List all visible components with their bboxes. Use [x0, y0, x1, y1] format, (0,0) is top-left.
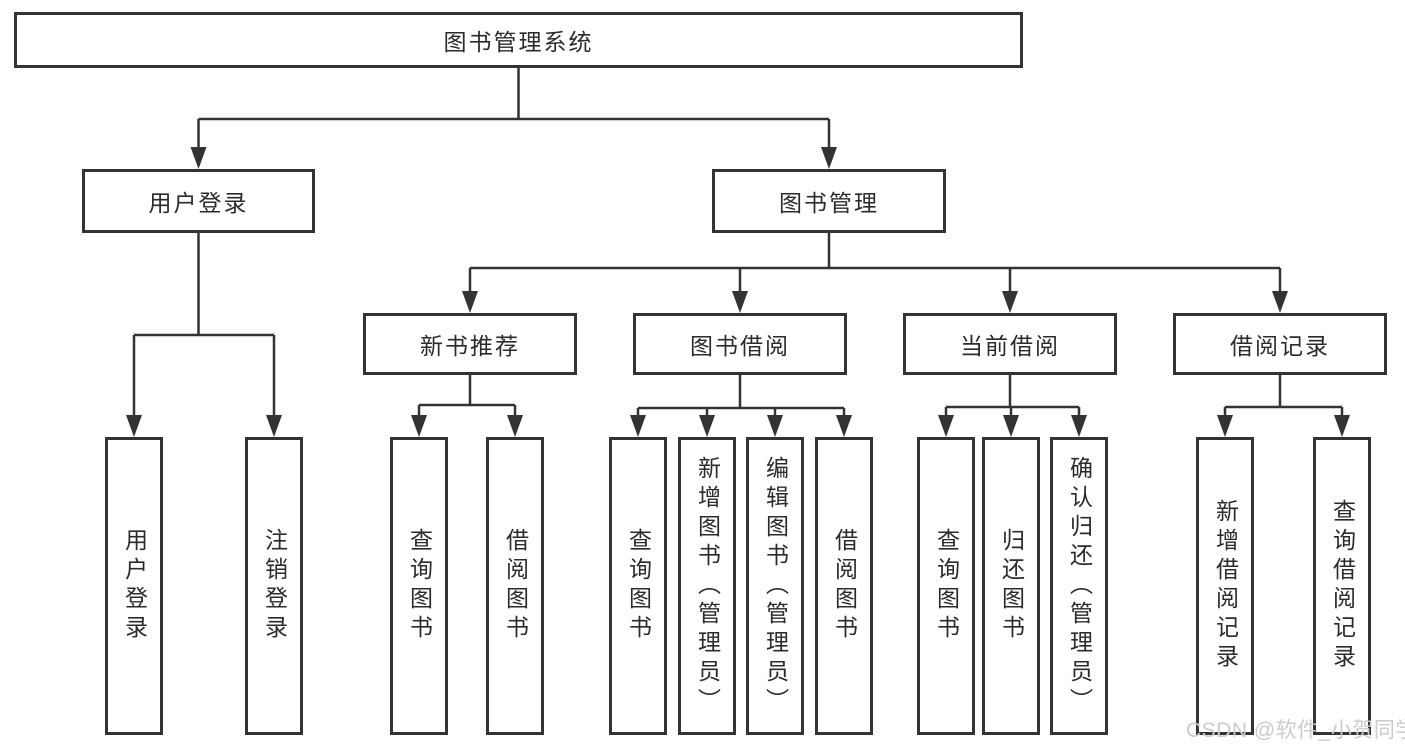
node-new-book-recommend: 新书推荐	[363, 313, 577, 375]
leaf-edit-books-admin: 编辑图书（管理员）	[746, 437, 804, 735]
leaf-add-borrow-record: 新增借阅记录	[1196, 437, 1254, 735]
leaf-borrow-books: 借阅图书	[815, 437, 873, 735]
node-current-borrow: 当前借阅	[903, 313, 1117, 375]
node-user-login: 用户登录	[82, 169, 315, 233]
leaf-query-books-current: 查询图书	[917, 437, 975, 735]
leaf-user-login: 用户登录	[105, 437, 163, 735]
leaf-add-books-admin: 新增图书（管理员）	[678, 437, 736, 735]
leaf-return-books: 归还图书	[982, 437, 1040, 735]
leaf-query-books-borrow: 查询图书	[609, 437, 667, 735]
leaf-query-borrow-record: 查询借阅记录	[1313, 437, 1371, 735]
node-book-borrow: 图书借阅	[633, 313, 847, 375]
leaf-logout: 注销登录	[245, 437, 303, 735]
connector-paths	[132, 68, 1344, 418]
csdn-watermark: CSDN @软件_小贺同学	[1186, 719, 1405, 742]
leaf-confirm-return-admin: 确认归还（管理员）	[1050, 437, 1108, 735]
node-book-management: 图书管理	[712, 169, 946, 233]
node-root-system: 图书管理系统	[14, 12, 1023, 68]
leaf-borrow-books-recommend: 借阅图书	[486, 437, 544, 735]
node-borrow-records: 借阅记录	[1173, 313, 1387, 375]
arrowheads	[126, 147, 1350, 437]
leaf-query-books-recommend: 查询图书	[390, 437, 448, 735]
